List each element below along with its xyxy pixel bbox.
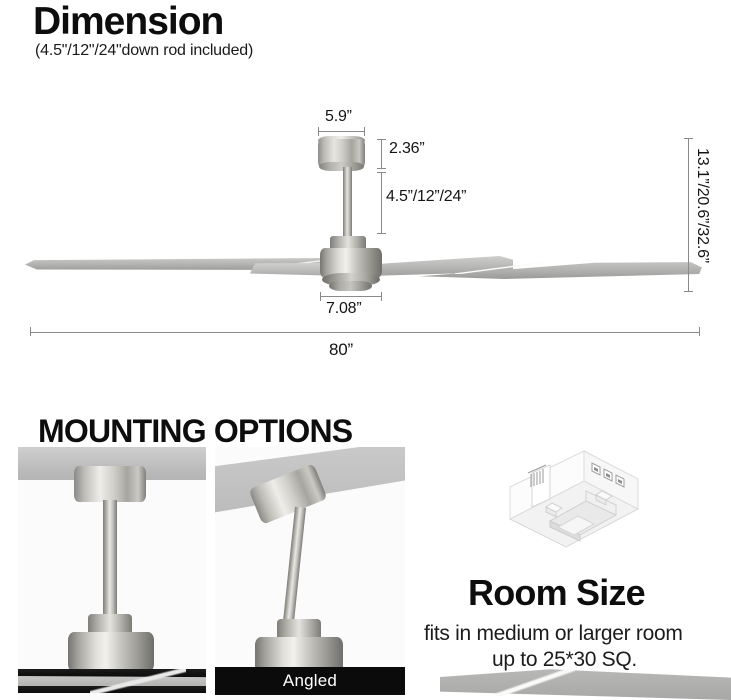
page-subtitle: (4.5"/12"/24"down rod included) [35,42,254,59]
mounting-caption-bar: Angled [215,667,405,695]
mounting-options-heading: MOUNTING OPTIONS [38,413,353,449]
decorative-blade-highlight [495,668,575,696]
panel-downrod [283,506,306,623]
downrod-part [343,167,352,243]
decorative-blade [440,669,731,700]
total-height-label: 13.1”/20.6”/32.6” [694,148,711,263]
canopy-height-label: 2.36” [389,140,425,157]
page-title: Dimension [33,0,224,43]
downrod-length-label: 4.5”/12”/24” [386,188,467,205]
blade-span-label: 80” [329,340,353,359]
canopy-width-label: 5.9” [325,108,352,125]
panel-hub-main [68,632,154,672]
mounting-caption-label: Angled [282,671,338,690]
panel-canopy [74,466,146,502]
panel-blade-highlight [90,669,186,693]
panel-downrod [103,500,117,620]
room-model-icon [498,443,648,571]
room-size-heading: Room Size [468,572,646,613]
room-size-line-2: up to 25*30 SQ. [492,648,637,671]
room-size-line-1: fits in medium or larger room [424,622,683,645]
motor-housing-width-label: 7.08” [326,300,362,317]
mounting-option-flat [18,447,206,700]
mounting-option-angled: Angled [215,447,405,700]
